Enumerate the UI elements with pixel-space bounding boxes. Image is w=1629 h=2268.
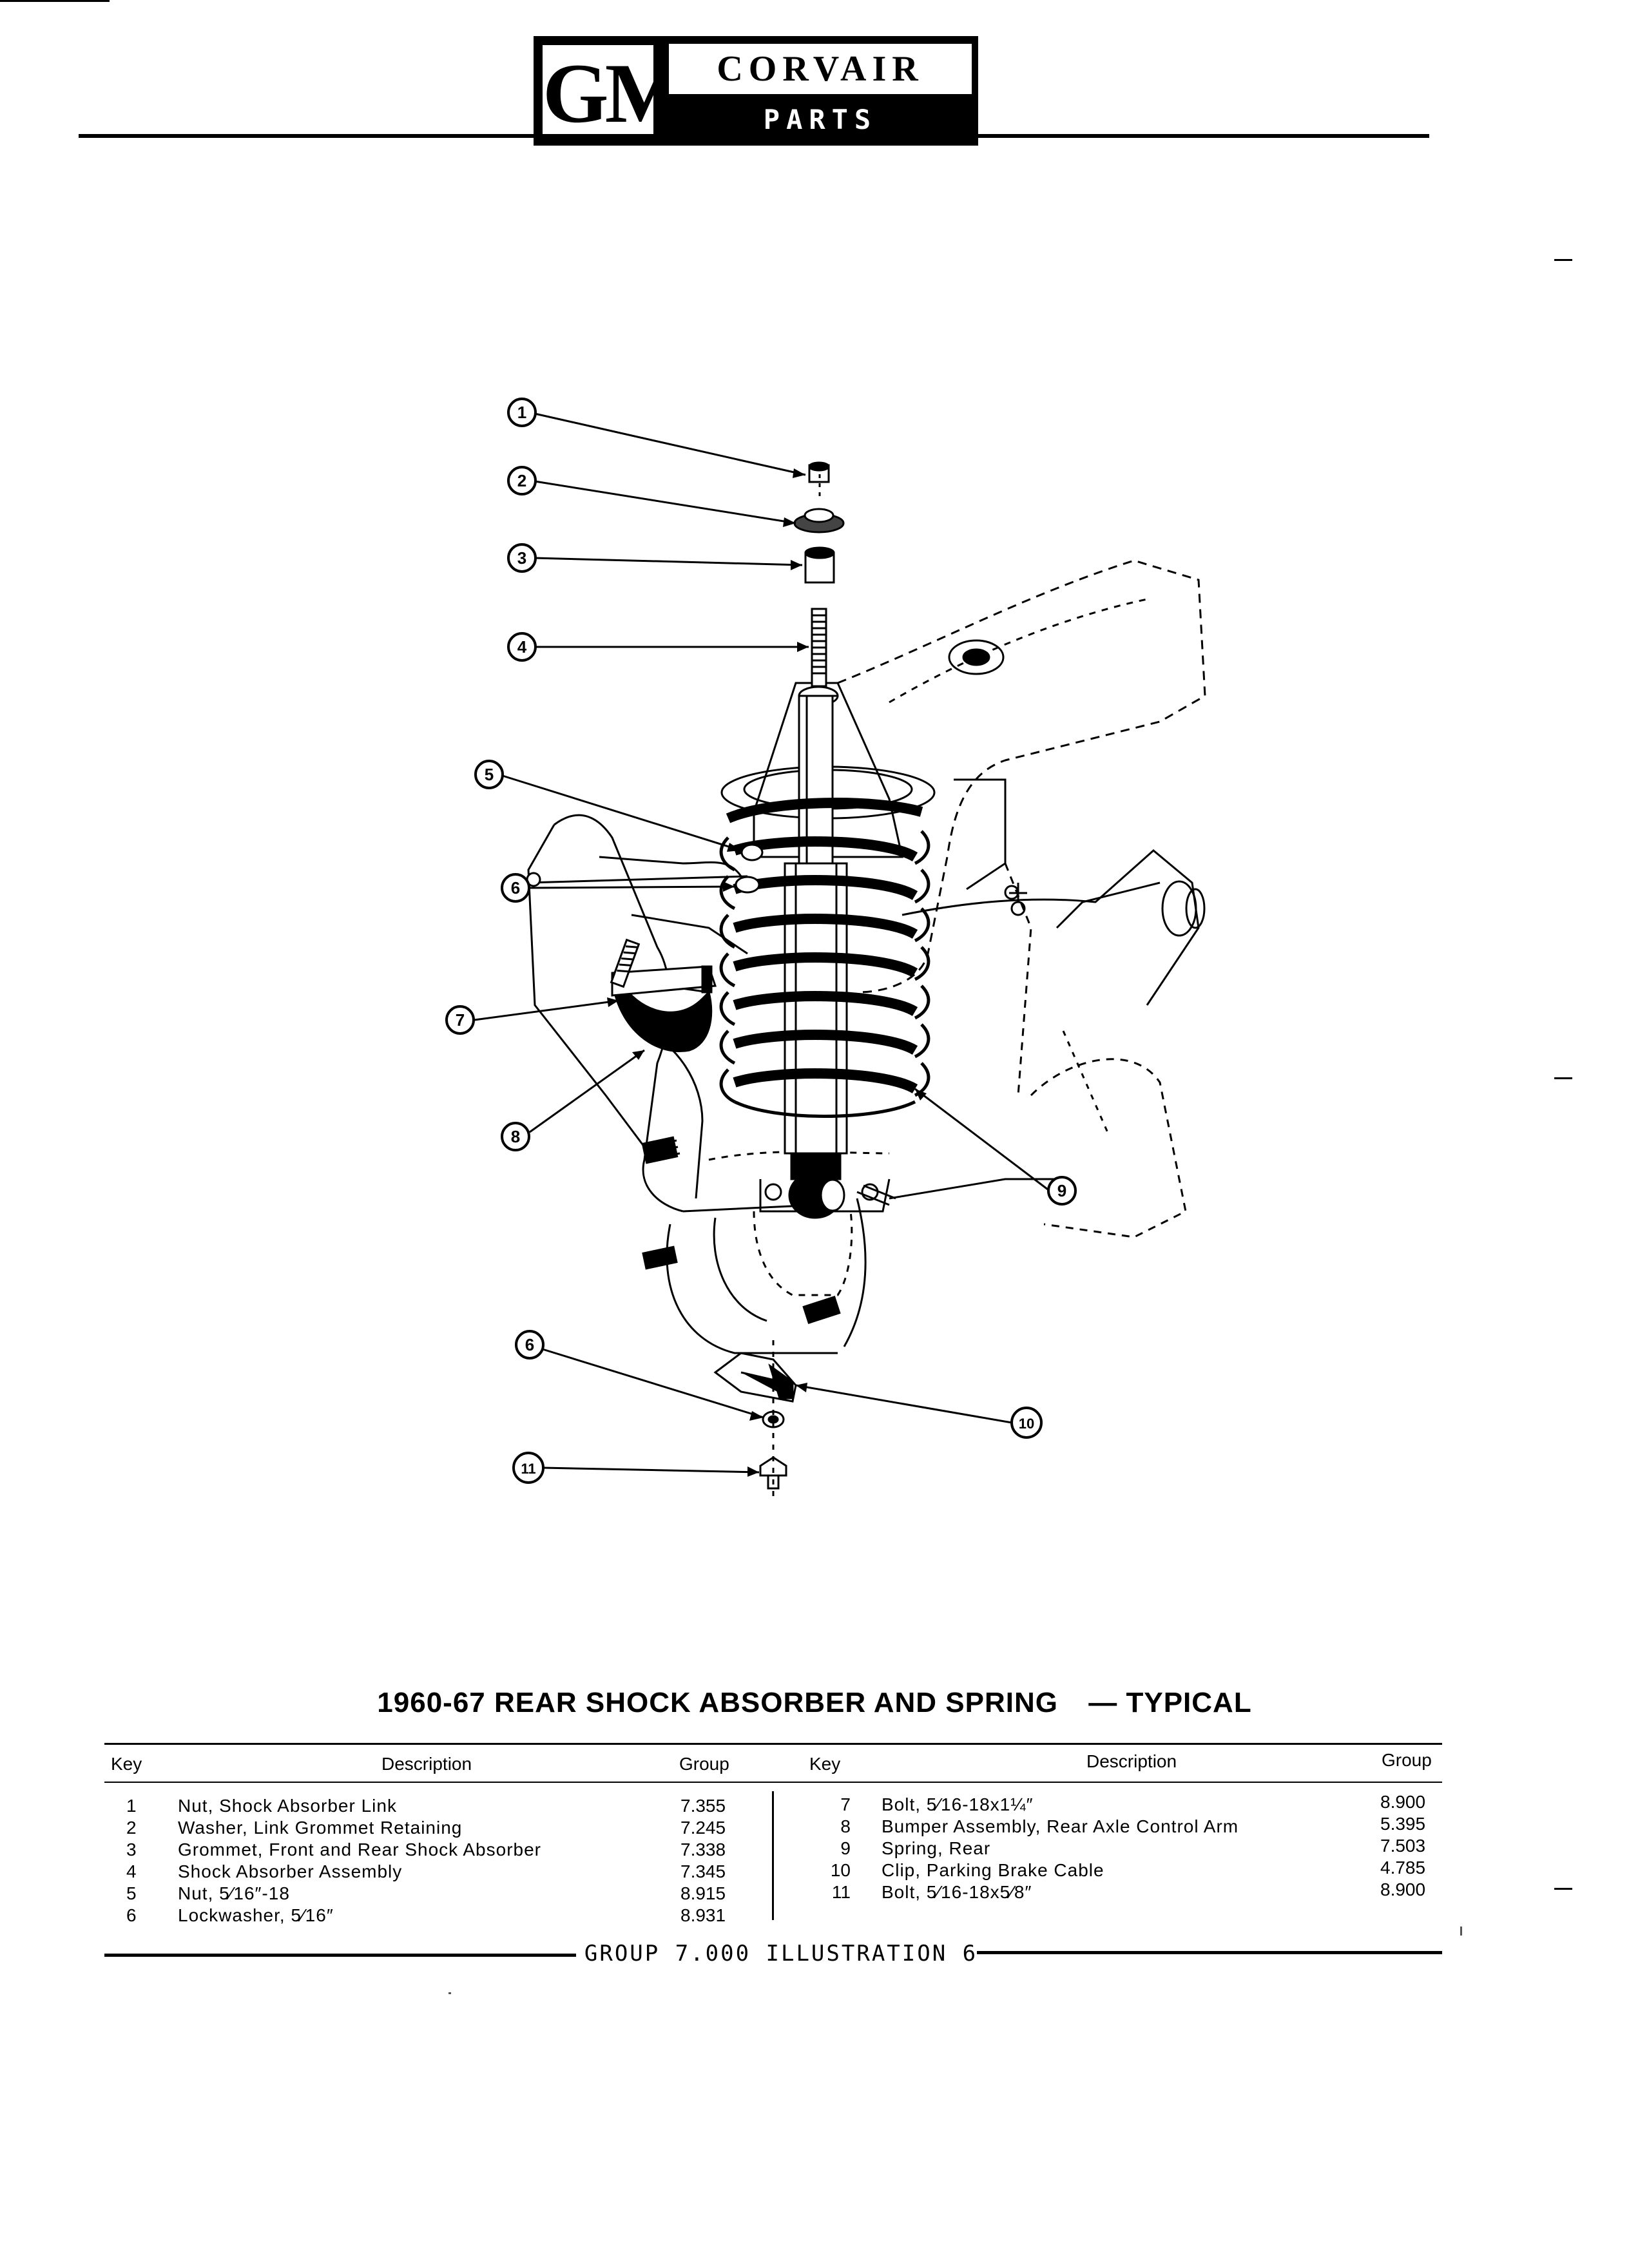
margin-mark xyxy=(1554,259,1572,261)
table-row: 5.395 xyxy=(1380,1814,1426,1834)
table-row: Lockwasher, 5⁄16″ xyxy=(178,1905,334,1925)
callout-11: 11 xyxy=(512,1452,545,1484)
footer-rule-left xyxy=(104,1954,576,1957)
right-key-column: 7 8 9 10 11 xyxy=(818,1794,851,1903)
table-row: Bolt, 5⁄16-18x5⁄8″ xyxy=(882,1882,1032,1902)
header-description-right: Description xyxy=(1086,1751,1177,1771)
footer-group-illustration: GROUP 7.000 ILLUSTRATION 6 xyxy=(584,1941,978,1966)
corvair-title: CORVAIR xyxy=(669,44,972,94)
callout-number: 7 xyxy=(456,1010,465,1030)
callout-number: 6 xyxy=(511,878,520,898)
right-group-column: 8.900 5.395 7.503 4.785 8.900 xyxy=(1380,1791,1425,1901)
callout-6: 6 xyxy=(501,873,530,903)
margin-mark xyxy=(1554,1077,1572,1079)
left-key-column: 1 2 3 4 5 6 xyxy=(126,1795,137,1927)
header-key-right: Key xyxy=(809,1754,841,1774)
header-group-left: Group xyxy=(679,1754,729,1774)
figure-caption: 1960-67 REAR SHOCK ABSORBER AND SPRING —… xyxy=(0,1687,1629,1719)
margin-mark xyxy=(1554,1888,1572,1890)
table-row: 6 xyxy=(126,1905,137,1925)
table-header-rule xyxy=(104,1782,1442,1783)
table-row: Bolt, 5⁄16-18x1¼″ xyxy=(882,1794,1034,1814)
table-row: Clip, Parking Brake Cable xyxy=(882,1860,1104,1880)
table-row: 4.785 xyxy=(1380,1858,1426,1878)
callout-4: 4 xyxy=(507,632,537,662)
callout-5: 5 xyxy=(474,760,504,789)
table-row: 8 xyxy=(840,1816,851,1836)
table-row: 7.503 xyxy=(1380,1836,1426,1856)
left-description-column: Nut, Shock Absorber Link Washer, Link Gr… xyxy=(178,1795,541,1927)
callout-number: 6 xyxy=(525,1335,534,1354)
table-row: Bumper Assembly, Rear Axle Control Arm xyxy=(882,1816,1239,1836)
callout-10: 10 xyxy=(1010,1407,1043,1439)
callout-6-lower: 6 xyxy=(515,1330,545,1360)
callout-number: 10 xyxy=(1019,1416,1034,1432)
callout-number: 2 xyxy=(517,471,526,490)
table-row: 7.345 xyxy=(680,1861,726,1881)
callout-number: 4 xyxy=(517,637,527,657)
table-row: Nut, Shock Absorber Link xyxy=(178,1796,397,1816)
header-description-left: Description xyxy=(381,1754,472,1774)
caption-title: 1960-67 REAR SHOCK ABSORBER AND SPRING xyxy=(377,1687,1059,1718)
table-row: 7.338 xyxy=(680,1840,726,1860)
callout-number: 9 xyxy=(1057,1181,1066,1200)
header-group-right: Group xyxy=(1382,1750,1432,1770)
table-row: 7.355 xyxy=(680,1796,726,1816)
callout-3: 3 xyxy=(507,543,537,573)
callout-9: 9 xyxy=(1047,1176,1077,1206)
table-row: 8.900 xyxy=(1380,1792,1426,1812)
callout-number: 1 xyxy=(517,403,526,422)
right-description-column: Bolt, 5⁄16-18x1¼″ Bumper Assembly, Rear … xyxy=(882,1794,1239,1903)
table-row: Spring, Rear xyxy=(882,1838,991,1858)
table-row: 1 xyxy=(126,1796,137,1816)
table-row: 9 xyxy=(840,1838,851,1858)
footer-rule-right xyxy=(977,1951,1442,1954)
callout-number: 8 xyxy=(511,1127,520,1146)
scan-speck xyxy=(448,1992,451,1994)
table-row: Shock Absorber Assembly xyxy=(178,1861,403,1881)
table-row: 7.245 xyxy=(680,1818,726,1838)
table-row: 7 xyxy=(840,1794,851,1814)
caption-suffix: — TYPICAL xyxy=(1088,1687,1252,1718)
callout-8: 8 xyxy=(501,1122,530,1151)
table-row: 2 xyxy=(126,1818,137,1838)
header-rule xyxy=(79,134,1429,138)
table-row: Grommet, Front and Rear Shock Absorber xyxy=(178,1840,541,1860)
callout-number: 3 xyxy=(517,548,526,568)
left-group-column: 7.355 7.245 7.338 7.345 8.915 8.931 xyxy=(680,1795,726,1927)
callout-number: 5 xyxy=(485,765,494,784)
table-row: 3 xyxy=(126,1840,137,1860)
callout-number: 11 xyxy=(521,1461,535,1477)
table-top-rule xyxy=(104,1743,1442,1745)
top-edge-rule xyxy=(0,0,110,2)
gm-corvair-logo: GM CORVAIR PARTS CATALOGUE xyxy=(534,36,978,174)
header-key-left: Key xyxy=(111,1754,142,1774)
table-row: 5 xyxy=(126,1883,137,1903)
table-row: 8.915 xyxy=(680,1883,726,1903)
table-row: 4 xyxy=(126,1861,137,1881)
parts-catalogue-subtitle: PARTS CATALOGUE xyxy=(718,104,923,174)
callout-1: 1 xyxy=(507,398,537,427)
table-row: Nut, 5⁄16″-18 xyxy=(178,1883,290,1903)
table-row: Washer, Link Grommet Retaining xyxy=(178,1818,463,1838)
table-row: 8.900 xyxy=(1380,1879,1426,1899)
table-row: 11 xyxy=(831,1882,851,1902)
callout-7: 7 xyxy=(445,1005,475,1035)
table-row: 8.931 xyxy=(680,1905,726,1925)
callout-2: 2 xyxy=(507,466,537,495)
table-row: 10 xyxy=(830,1860,851,1880)
column-divider xyxy=(772,1791,774,1920)
scan-speck xyxy=(1460,1927,1462,1936)
